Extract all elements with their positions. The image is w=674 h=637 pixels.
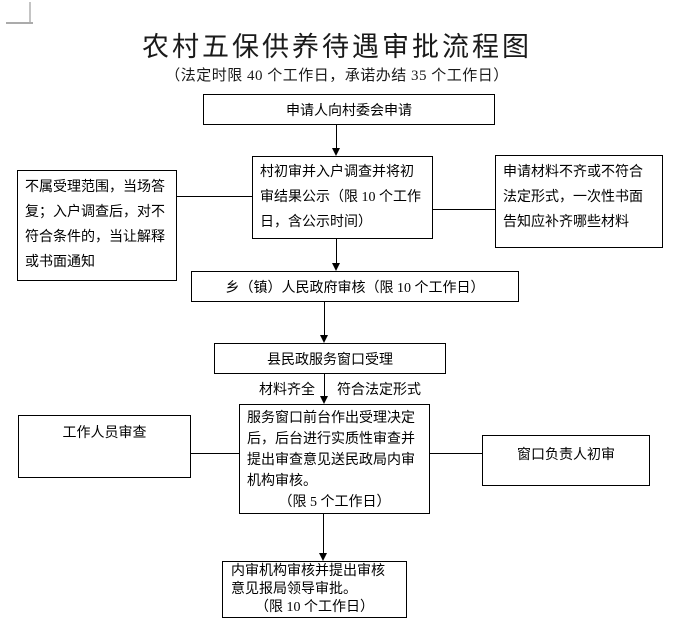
connector-village-to-note-right [433, 209, 495, 210]
node-window-decision-limit: （限 5 个工作日） [278, 495, 391, 510]
node-window-decision-label: 服务窗口前台作出受理决定后，后台进行实质性审查并提出审查意见送民政局内审机构审核… [247, 411, 415, 489]
node-incomplete-materials-note: 申请材料不齐或不符合法定形式，一次性书面告知应补齐哪些材料 [495, 155, 663, 248]
node-window-chief-review-label: 窗口负责人初审 [517, 448, 615, 463]
arrowhead-township-to-county [320, 335, 328, 343]
arrowhead-apply-to-village [332, 148, 340, 156]
node-internal-audit: 内审机构审核并提出审核意见报局领导审批。 （限 10 个工作日） [222, 561, 407, 618]
node-apply-label: 申请人向村委会申请 [286, 103, 412, 119]
edge-label-legal-form: 符合法定形式 [337, 383, 421, 398]
arrowhead-county-to-decision [320, 396, 328, 404]
node-apply: 申请人向村委会申请 [203, 94, 495, 125]
connector-staff-to-decision [191, 453, 239, 454]
node-incomplete-materials-label: 申请材料不齐或不符合法定形式，一次性书面告知应补齐哪些材料 [503, 165, 643, 230]
connector-decision-to-audit [323, 514, 324, 553]
node-county-service-window-label: 县民政服务窗口受理 [267, 352, 393, 368]
arrowhead-decision-to-audit [319, 553, 327, 561]
connector-apply-to-village [336, 125, 337, 149]
node-internal-audit-label: 内审机构审核并提出审核意见报局领导审批。 [231, 564, 385, 597]
node-out-of-scope-label: 不属受理范围，当场答复；入户调查后，对不符合条件的，当让解释或书面通知 [25, 180, 165, 270]
connector-township-to-county [324, 302, 325, 336]
node-out-of-scope-note: 不属受理范围，当场答复；入户调查后，对不符合条件的，当让解释或书面通知 [17, 170, 177, 281]
node-township-review-label: 乡（镇）人民政府审核（限 10 个工作日） [225, 280, 485, 296]
connector-note-left-to-village [177, 196, 252, 197]
node-village-review-label: 村初审并入户调查并将初审结果公示（限 10 个工作日，含公示时间） [260, 165, 421, 230]
page-title: 农村五保供养待遇审批流程图 [142, 32, 532, 62]
connector-decision-to-chief [430, 453, 482, 454]
node-village-review: 村初审并入户调查并将初审结果公示（限 10 个工作日，含公示时间） [252, 156, 433, 239]
scan-artifact-horizontal [6, 22, 33, 24]
node-staff-review: 工作人员审查 [18, 415, 191, 478]
node-county-service-window: 县民政服务窗口受理 [214, 343, 446, 374]
connector-village-to-township [336, 239, 337, 264]
edge-label-materials-complete: 材料齐全 [259, 383, 315, 398]
connector-county-to-decision [324, 374, 325, 397]
node-window-decision: 服务窗口前台作出受理决定后，后台进行实质性审查并提出审查意见送民政局内审机构审核… [239, 404, 430, 514]
node-staff-review-label: 工作人员审查 [62, 426, 147, 441]
page-subtitle: （法定时限 40 个工作日，承诺办结 35 个工作日） [165, 68, 509, 84]
arrowhead-village-to-township [332, 263, 340, 271]
node-internal-audit-limit: （限 10 个工作日） [255, 600, 374, 615]
scan-artifact-vertical [29, 2, 31, 22]
node-window-chief-review: 窗口负责人初审 [482, 435, 650, 486]
node-township-review: 乡（镇）人民政府审核（限 10 个工作日） [191, 271, 519, 302]
